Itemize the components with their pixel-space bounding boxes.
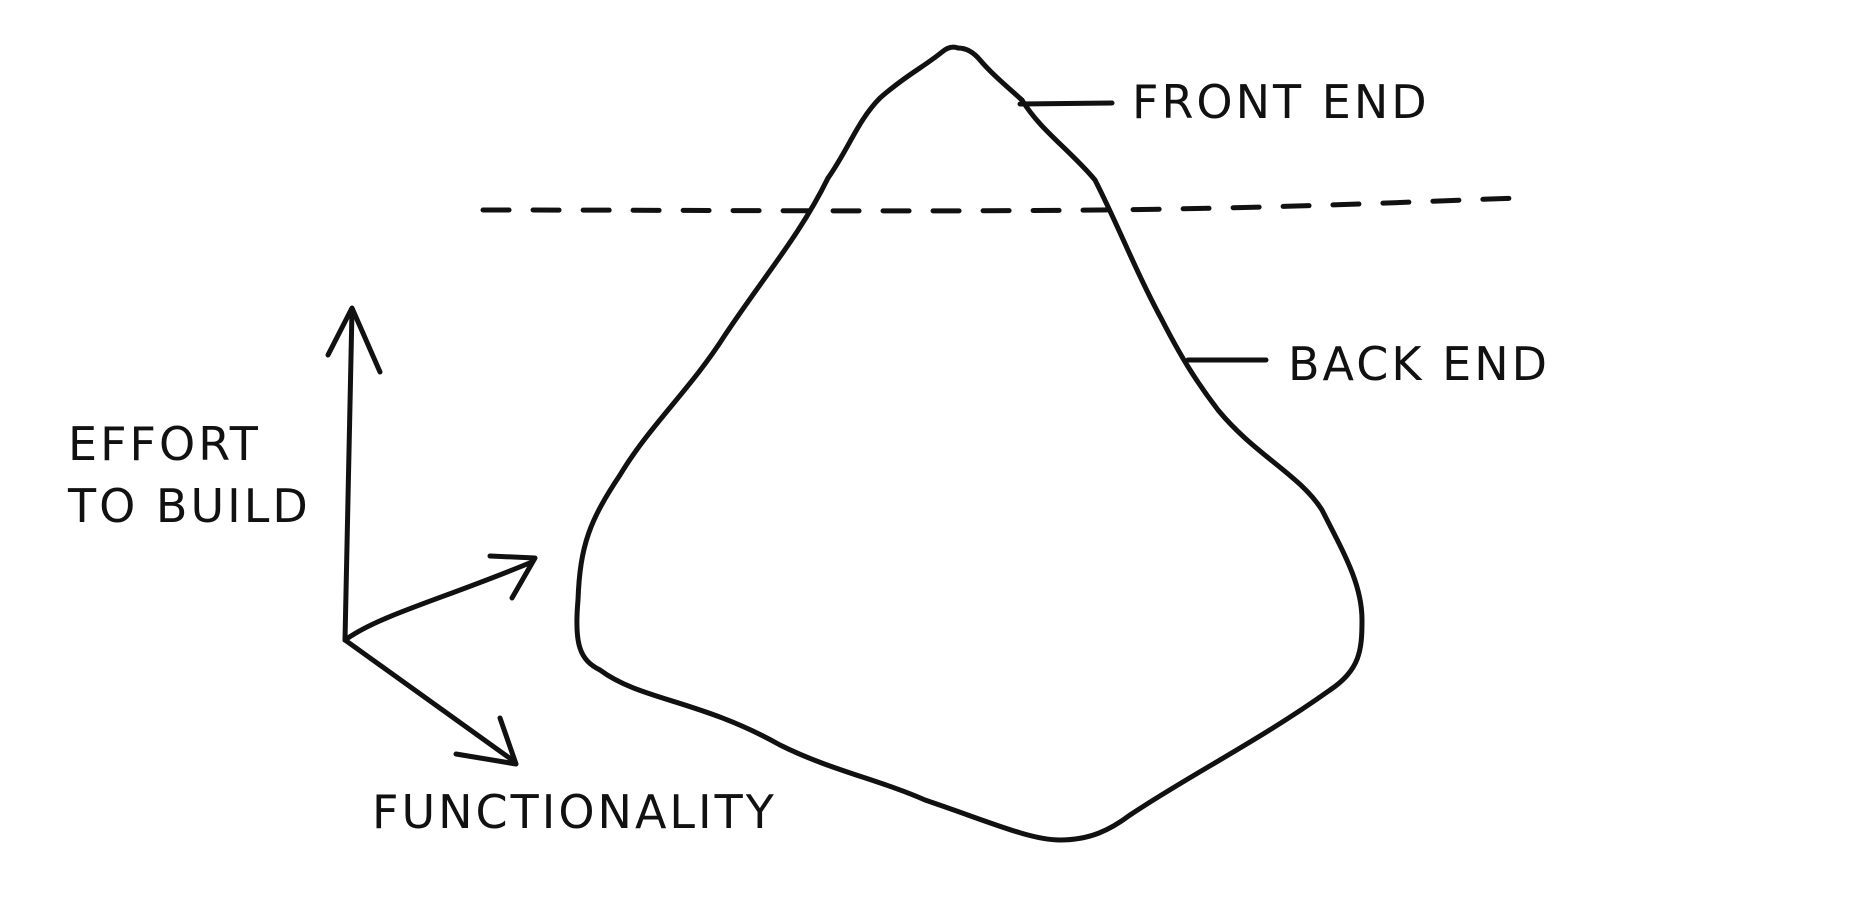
effort-label-line1: EFFORT [68,417,261,471]
effort-axis-arrowhead-icon [325,305,383,375]
depth-axis-line [342,559,535,643]
functionality-axis-line [342,637,518,765]
effort-axis-line [342,307,355,643]
back-end-label: BACK END [1288,337,1550,391]
functionality-axis-arrowhead-icon [453,715,519,767]
iceberg-outline [574,44,1365,843]
front-end-leader [1017,100,1115,107]
front-end-label: FRONT END [1132,75,1430,129]
functionality-label: FUNCTIONALITY [372,785,777,839]
waterline-dashed [480,195,1523,214]
depth-axis-arrowhead-icon [487,553,538,601]
effort-label-line2: TO BUILD [67,479,311,533]
